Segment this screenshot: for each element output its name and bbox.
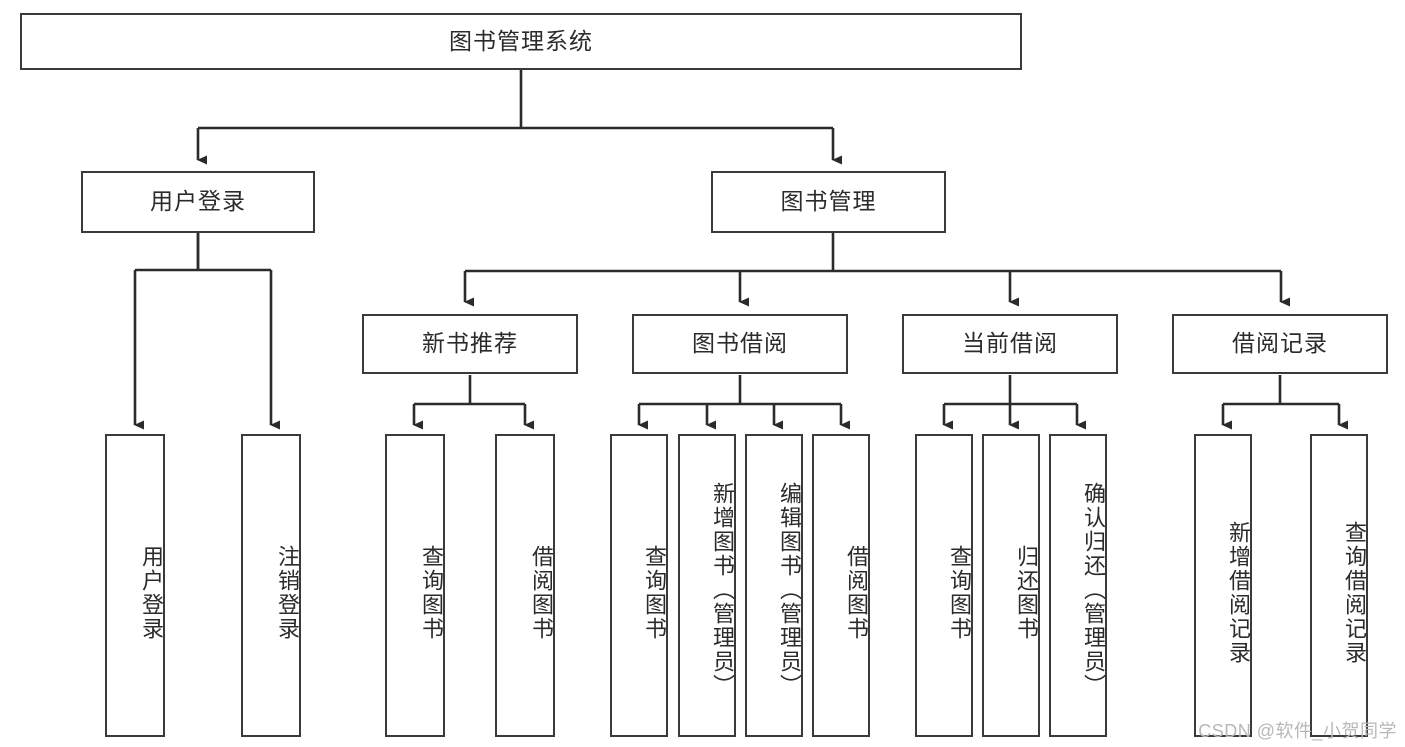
leaf-user-login-login[interactable]: 用户登录 <box>105 434 165 737</box>
node-label: 查询图书 <box>947 544 972 641</box>
node-label: 编辑图书（管理员） <box>777 481 802 698</box>
node-label: 用户登录 <box>139 544 164 641</box>
node-root-book-management-system[interactable]: 图书管理系统 <box>20 13 1022 70</box>
node-user-login[interactable]: 用户登录 <box>81 171 315 233</box>
node-label: 新增图书（管理员） <box>710 481 735 698</box>
node-label: 归还图书 <box>1014 544 1039 641</box>
leaf-borrow-record-query-record[interactable]: 查询借阅记录 <box>1310 434 1368 737</box>
leaf-book-borrow-add-book-admin[interactable]: 新增图书（管理员） <box>678 434 736 737</box>
leaf-user-login-logout[interactable]: 注销登录 <box>241 434 301 737</box>
node-label: 用户登录 <box>150 188 246 215</box>
node-label: 图书管理系统 <box>449 27 593 54</box>
leaf-current-borrow-confirm-return-admin[interactable]: 确认归还（管理员） <box>1049 434 1107 737</box>
leaf-current-borrow-query-book[interactable]: 查询图书 <box>915 434 973 737</box>
node-label: 查询借阅记录 <box>1342 520 1367 665</box>
node-label: 图书借阅 <box>692 330 788 357</box>
leaf-book-borrow-borrow-book[interactable]: 借阅图书 <box>812 434 870 737</box>
node-label: 借阅图书 <box>844 544 869 641</box>
node-borrow-record[interactable]: 借阅记录 <box>1172 314 1388 374</box>
node-label: 借阅记录 <box>1232 330 1328 357</box>
node-label: 当前借阅 <box>962 330 1058 357</box>
leaf-borrow-record-add-record[interactable]: 新增借阅记录 <box>1194 434 1252 737</box>
node-label: 查询图书 <box>419 544 444 641</box>
leaf-new-book-borrow-book[interactable]: 借阅图书 <box>495 434 555 737</box>
node-label: 查询图书 <box>642 544 667 641</box>
node-label: 借阅图书 <box>529 544 554 641</box>
node-new-book-recommend[interactable]: 新书推荐 <box>362 314 578 374</box>
node-label: 新书推荐 <box>422 330 518 357</box>
node-label: 新增借阅记录 <box>1226 520 1251 665</box>
node-label: 确认归还（管理员） <box>1081 481 1106 698</box>
node-book-management[interactable]: 图书管理 <box>711 171 946 233</box>
leaf-new-book-query-book[interactable]: 查询图书 <box>385 434 445 737</box>
node-book-borrow[interactable]: 图书借阅 <box>632 314 848 374</box>
node-current-borrow[interactable]: 当前借阅 <box>902 314 1118 374</box>
leaf-book-borrow-query-book[interactable]: 查询图书 <box>610 434 668 737</box>
node-label: 注销登录 <box>275 544 300 641</box>
node-label: 图书管理 <box>780 188 877 215</box>
leaf-current-borrow-return-book[interactable]: 归还图书 <box>982 434 1040 737</box>
leaf-book-borrow-edit-book-admin[interactable]: 编辑图书（管理员） <box>745 434 803 737</box>
